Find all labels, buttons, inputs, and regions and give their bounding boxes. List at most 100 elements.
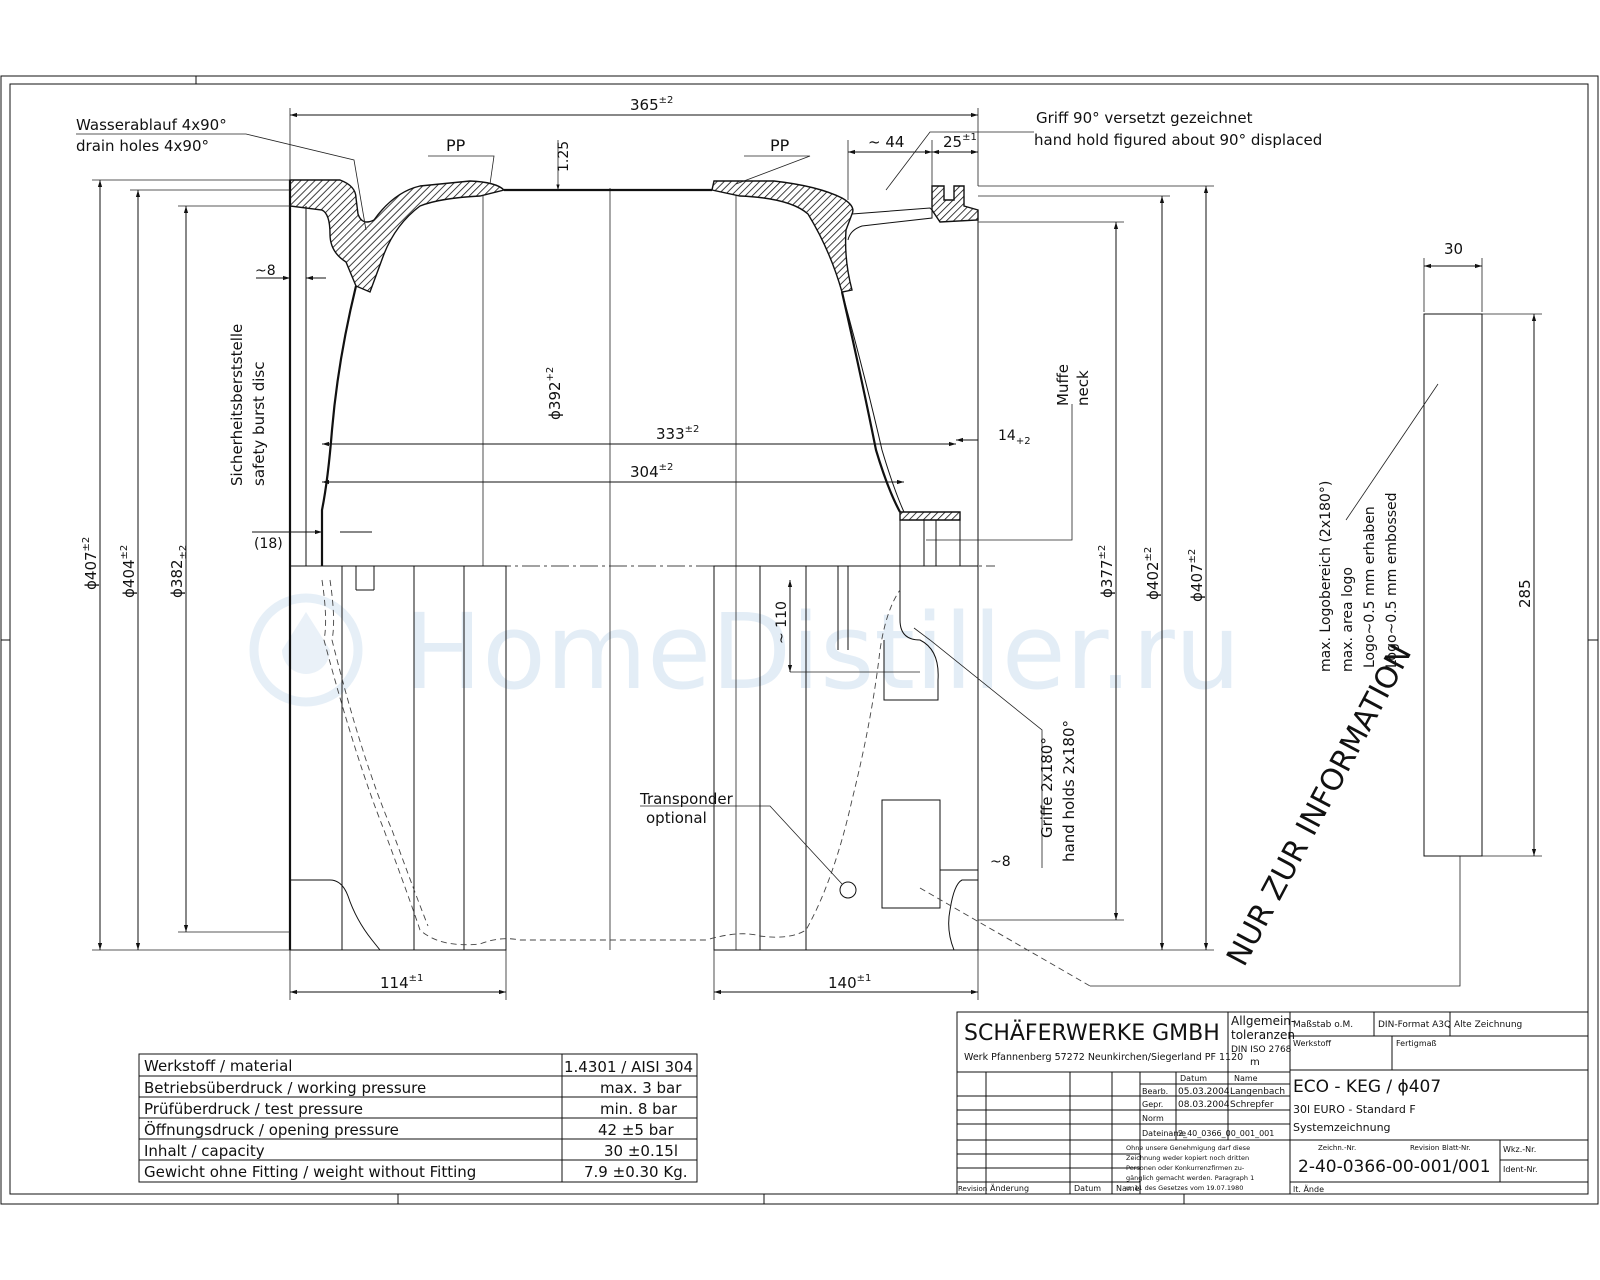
drawing-number: 2-40-0366-00-001/001 <box>1298 1157 1491 1177</box>
spec-row-value: max. 3 bar <box>600 1079 682 1097</box>
leader-lines <box>76 131 1461 987</box>
dim-382: ϕ382±2 <box>168 545 189 598</box>
row-bearb: Bearb. <box>1142 1087 1168 1096</box>
revision-label: Revision <box>1410 1144 1439 1152</box>
scale-label: Maßstab o.M. <box>1293 1020 1353 1030</box>
centerlines <box>290 188 995 950</box>
tolerance-line-2: toleranzen <box>1231 1028 1295 1042</box>
dim-285: 285 <box>1516 579 1534 608</box>
row-dateiname: Dateiname <box>1142 1129 1186 1138</box>
spec-row-label: Betriebsüberdruck / working pressure <box>144 1079 426 1097</box>
product-title: ECO - KEG / ϕ407 <box>1293 1077 1441 1097</box>
label-neck-en: neck <box>1074 370 1092 406</box>
tolerance-line-1: Allgemein- <box>1231 1014 1295 1028</box>
dim-407-right: ϕ407±2 <box>1187 549 1206 602</box>
row-norm: Norm <box>1142 1114 1164 1123</box>
label-neck-de: Muffe <box>1054 364 1072 406</box>
label-burst-de: Sicherheitsberststelle <box>228 324 246 486</box>
gepr-name: Schrepfer <box>1230 1100 1274 1110</box>
col-datum: Datum <box>1180 1074 1207 1083</box>
watermark-text: HomeDistiller.ru <box>404 591 1241 713</box>
spec-row-label: Öffnungsdruck / opening pressure <box>144 1120 399 1139</box>
bearb-name: Langenbach <box>1230 1087 1285 1097</box>
bearb-date: 05.03.2004 <box>1178 1087 1230 1097</box>
dim-44: ~ 44 <box>868 133 904 151</box>
legal-line-1: Ohne unsere Genehmigung darf diese <box>1126 1144 1250 1152</box>
legal-line-5: u. 11 des Gesetzes vom 19.07.1980 <box>1126 1184 1243 1192</box>
spec-row-label: Inhalt / capacity <box>144 1142 265 1160</box>
company-name: SCHÄFERWERKE GMBH <box>964 1020 1220 1046</box>
dimension-lines <box>92 108 1542 1000</box>
replace-label: lt. Ände <box>1293 1184 1324 1194</box>
dim-140: 140±1 <box>828 973 871 992</box>
label-handles-en: hand holds 2x180° <box>1060 720 1078 862</box>
legal-line-3: Personen oder Konkurrenzfirmen zu- <box>1126 1164 1245 1172</box>
product-subtitle: 30l EURO - Standard F <box>1293 1103 1416 1116</box>
filename: 2_40_0366_00_001_001 <box>1178 1129 1274 1138</box>
stamp-nur-zur-information: NUR ZUR INFORMATION <box>1220 639 1419 972</box>
dim-110: ~ 110 <box>774 601 790 644</box>
keg-view-lower <box>289 565 979 951</box>
dim-30: 30 <box>1444 240 1463 258</box>
dim-125: 1.25 <box>556 141 572 172</box>
legal-line-4: gänglich gemacht werden. Paragraph 1 <box>1126 1174 1254 1182</box>
label-burst-en: safety burst disc <box>250 362 268 486</box>
spec-table: Werkstoff / material 1.4301 / AISI 304 B… <box>138 1053 698 1183</box>
dim-402: ϕ402±2 <box>1143 547 1162 600</box>
blatt-label: Blatt-Nr. <box>1442 1144 1471 1152</box>
dim-8-bottom: ~8 <box>990 854 1011 870</box>
dim-8-top: ~8 <box>255 263 276 279</box>
dim-18: (18) <box>254 536 283 552</box>
product-system: Systemzeichnung <box>1293 1121 1391 1134</box>
sheet-frame <box>0 75 1599 1205</box>
label-drain-en: drain holes 4x90° <box>76 137 209 155</box>
spec-row-label: Gewicht ohne Fitting / weight without Fi… <box>144 1163 476 1181</box>
dim-25: 25±1 <box>943 132 977 151</box>
label-handhold-en: hand hold figured about 90° displaced <box>1034 131 1322 149</box>
col-name: Name <box>1234 1074 1258 1083</box>
dimension-texts: 365±2 1.25 ~ 44 25±1 ~8 ϕ392+2 333±2 304… <box>81 95 1534 992</box>
finish-label: Fertigmaß <box>1396 1039 1437 1048</box>
old-drawing-label: Alte Zeichnung <box>1454 1020 1522 1030</box>
company-address: Werk Pfannenberg 57272 Neunkirchen/Siege… <box>964 1052 1243 1063</box>
format-label: DIN-Format A3Q <box>1378 1020 1451 1030</box>
spec-row-value: 7.9 ±0.30 Kg. <box>584 1163 687 1181</box>
spec-row-value: 42 ±5 bar <box>598 1121 674 1139</box>
dim-overall-width: 365±2 <box>630 95 673 114</box>
wkz-label: Wkz.-Nr. <box>1503 1145 1536 1154</box>
label-pp-right: PP <box>770 136 790 155</box>
dim-333: 333±2 <box>656 424 699 443</box>
spec-row-value: 1.4301 / AISI 304 <box>564 1058 693 1076</box>
label-handles-de: Griffe 2x180° <box>1038 737 1056 838</box>
dim-304: 304±2 <box>630 462 673 481</box>
dim-392: ϕ392+2 <box>545 367 564 420</box>
label-logo-1: max. Logobereich (2x180°) <box>1318 481 1334 672</box>
rev-label: Revision <box>958 1185 987 1193</box>
legal-line-2: Zeichnung weder kopiert noch dritten <box>1126 1154 1249 1162</box>
name-label: Name <box>1116 1184 1140 1193</box>
dim-14: 14+2 <box>998 428 1031 447</box>
spec-row-label: Prüfüberdruck / test pressure <box>144 1100 363 1118</box>
datum-label: Datum <box>1074 1184 1101 1193</box>
row-gepr: Gepr. <box>1142 1100 1163 1109</box>
spec-row-value: min. 8 bar <box>600 1100 678 1118</box>
dim-377: ϕ377±2 <box>1097 545 1116 598</box>
tolerance-line-3: DIN ISO 2768 <box>1231 1045 1292 1055</box>
change-label: Änderung <box>990 1183 1029 1193</box>
label-logo-4: Logo~0.5 mm embossed <box>1384 492 1400 668</box>
label-logo-3: Logo~0.5 mm erhaben <box>1362 506 1378 668</box>
watermark: HomeDistiller.ru <box>249 591 1241 713</box>
label-drain-de: Wasserablauf 4x90° <box>76 116 227 134</box>
label-pp-left: PP <box>446 136 466 155</box>
title-block: SCHÄFERWERKE GMBH Werk Pfannenberg 57272… <box>956 1011 1589 1195</box>
material-label: Werkstoff <box>1293 1039 1331 1048</box>
spec-row-label: Werkstoff / material <box>144 1057 292 1075</box>
label-logo-2: max. area logo <box>1340 567 1356 672</box>
label-transponder-optional: optional <box>646 809 707 827</box>
zeichn-label: Zeichn.-Nr. <box>1318 1144 1356 1152</box>
tolerance-line-4: m <box>1250 1057 1260 1068</box>
dim-114: 114±1 <box>380 973 423 992</box>
gepr-date: 08.03.2004 <box>1178 1100 1230 1110</box>
spec-row-value: 30 ±0.15l <box>604 1142 678 1160</box>
